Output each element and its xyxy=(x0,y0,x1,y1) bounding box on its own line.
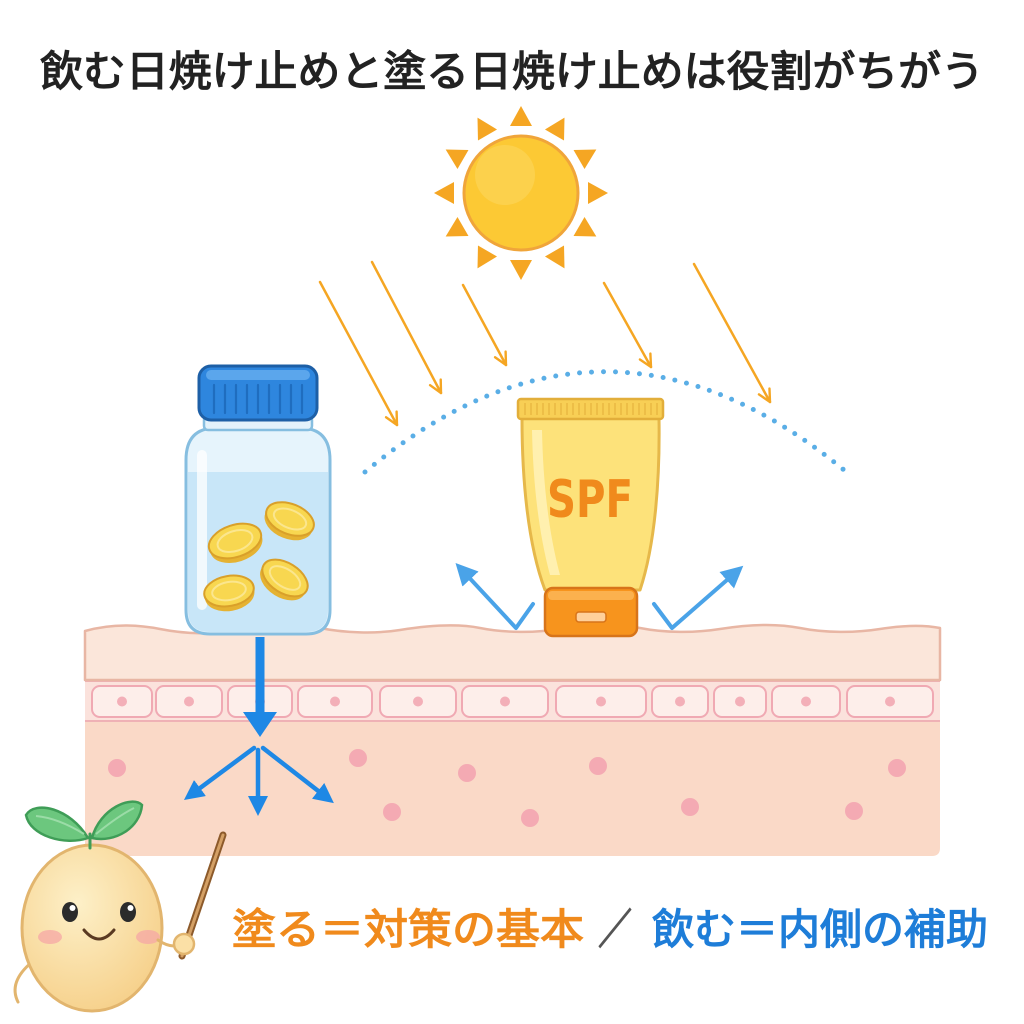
tube-body xyxy=(520,416,661,592)
sunlight-ray-arrow xyxy=(602,281,653,369)
sunlight-ray-arrow xyxy=(318,280,399,427)
bottle-highlight xyxy=(197,450,207,610)
skin-cell-nucleus xyxy=(117,696,127,707)
dermis-dot xyxy=(383,803,401,821)
mascot-hand xyxy=(172,932,196,956)
skin-cross-section xyxy=(83,623,942,856)
tube-highlight xyxy=(532,430,560,575)
skin-cell-nucleus xyxy=(801,696,811,707)
skin-cell-nucleus xyxy=(885,696,895,707)
skin-cell-nucleus xyxy=(413,696,423,707)
sunlight-ray-arrow xyxy=(461,283,508,367)
sun-ray xyxy=(544,117,565,141)
mascot-eye-left xyxy=(62,902,78,922)
pill xyxy=(203,574,255,612)
mascot-leaf-left xyxy=(24,806,90,842)
dermis-dot xyxy=(888,759,906,777)
pill xyxy=(207,522,263,563)
dermis-dot xyxy=(845,802,863,820)
mascot-blush-left xyxy=(38,930,62,944)
pill-rim xyxy=(211,580,247,602)
pill-rim xyxy=(216,528,254,554)
mascot-eye-right-highlight xyxy=(127,905,134,911)
bottle-cap-ridges xyxy=(212,383,304,415)
diffusion-arrows xyxy=(183,745,334,816)
leaf-vein-right xyxy=(95,807,135,835)
skin-cell-nucleus xyxy=(735,696,745,707)
sun-icon xyxy=(434,106,608,280)
supplement-bottle-icon xyxy=(184,364,332,636)
dermis-dots xyxy=(108,749,906,827)
sun-ray xyxy=(445,216,469,237)
sprout-mascot-icon xyxy=(13,800,227,1013)
sun-rays xyxy=(434,106,608,280)
sunlight-ray-arrow xyxy=(370,260,443,395)
skin-cell-nucleus xyxy=(675,696,685,707)
skin-cells xyxy=(91,685,934,718)
sun-ray xyxy=(434,182,454,204)
bottle-cap-highlight xyxy=(206,370,310,380)
reflection-arrow-right xyxy=(652,565,744,630)
uv-barrier-dotted-arc xyxy=(362,369,853,478)
diffusion-arrow-left xyxy=(183,745,257,800)
absorption-arrows xyxy=(183,637,334,816)
sunscreen-tube-icon: SPF xyxy=(516,397,665,638)
pill-face xyxy=(261,558,309,598)
caption-oral: 飲む＝内側の補助 xyxy=(652,905,988,954)
bottle-liquid xyxy=(188,472,328,632)
dermis-dot xyxy=(458,764,476,782)
dermis-dot xyxy=(349,749,367,767)
sun-ray xyxy=(477,117,498,141)
sun-ray xyxy=(573,216,597,237)
mascot-eye-right xyxy=(120,902,136,922)
caption: 塗る＝対策の基本 ／ 飲む＝内側の補助 xyxy=(232,905,988,954)
caption-separator: ／ xyxy=(598,905,632,954)
sun-highlight xyxy=(475,145,535,205)
mascot-mouth xyxy=(82,928,116,941)
pill-face xyxy=(265,501,315,537)
pill xyxy=(260,558,309,601)
pill-rim xyxy=(268,565,302,591)
mascot-blush-right xyxy=(136,930,160,944)
leaf-vein-left xyxy=(35,815,85,835)
dermis-dot xyxy=(521,809,539,827)
sun-ray xyxy=(544,245,565,269)
dermis-dot xyxy=(681,798,699,816)
absorption-arrow-head xyxy=(243,712,277,737)
reflection-arrows xyxy=(455,562,744,630)
tube-crimp-stripes xyxy=(524,403,658,415)
tube-cap-slot xyxy=(575,611,607,623)
reflection-arrow-left xyxy=(455,562,535,630)
sunlight-ray-arrow xyxy=(692,262,772,404)
sun-ray xyxy=(588,182,608,204)
sunlight-rays xyxy=(318,260,772,427)
diffusion-arrow-right xyxy=(260,745,334,804)
mascot-body xyxy=(20,843,164,1013)
pill xyxy=(264,501,315,541)
sun-ray xyxy=(445,149,469,170)
sun-disc xyxy=(462,134,580,252)
tube-cap-band xyxy=(548,591,634,600)
skin-cell-nucleus xyxy=(596,696,606,707)
mascot-eye-left-highlight xyxy=(69,905,76,911)
sun-ray xyxy=(510,106,532,126)
caption-apply: 塗る＝対策の基本 xyxy=(232,905,584,954)
tube-label-spf: SPF xyxy=(547,470,633,530)
page-title: 飲む日焼け止めと塗る日焼け止めは役割がちがう xyxy=(40,47,984,96)
sun-ray xyxy=(573,149,597,170)
sun-ray xyxy=(477,245,498,269)
dermis-layer xyxy=(85,720,940,856)
skin-cell-nucleus xyxy=(184,696,194,707)
skin-cell-nucleus xyxy=(330,696,340,707)
dermis-dot xyxy=(589,757,607,775)
skin-cell-nucleus xyxy=(500,696,510,707)
dermis-dot xyxy=(108,759,126,777)
sun-ray xyxy=(510,260,532,280)
pill-rim xyxy=(272,507,308,531)
